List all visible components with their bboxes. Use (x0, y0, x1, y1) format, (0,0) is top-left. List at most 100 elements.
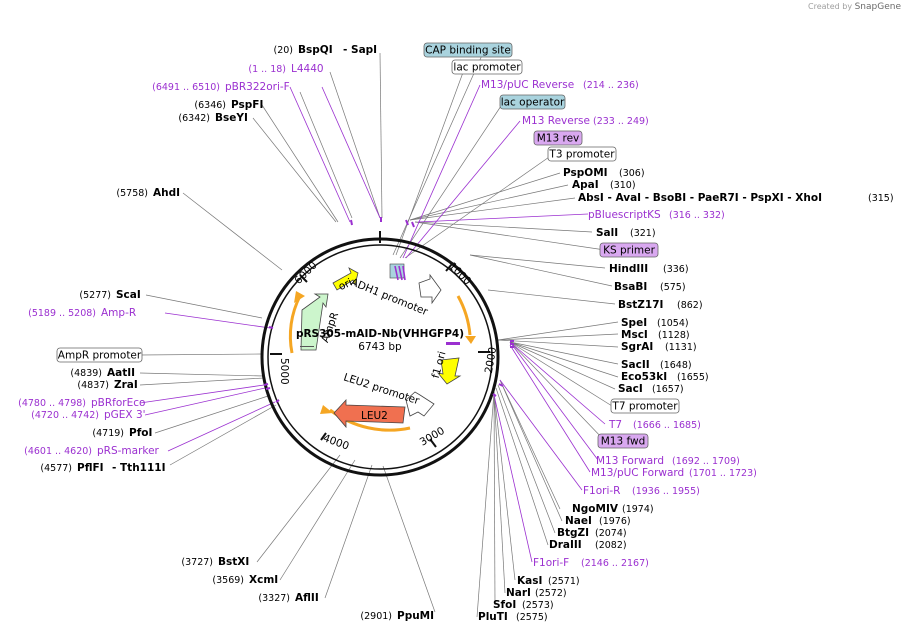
aflii-position: (3327) (258, 593, 290, 604)
m13-fwd-box (597, 433, 649, 449)
hindiii-position: (336) (663, 264, 689, 275)
leu2-promoter-label: LEU2 promoter (342, 371, 421, 407)
bstz17i-label: BstZ17I (618, 299, 663, 311)
snapgene-branding: Created by SnapGene (808, 2, 901, 12)
msci-position: (1128) (658, 330, 690, 341)
plasmid-size: 6743 bp (358, 341, 402, 353)
zrai-label: ZraI (114, 379, 138, 391)
f1ori-feature (436, 357, 462, 385)
pgex-position: (4720 .. 4742) (31, 410, 99, 421)
m13-rev-box (533, 130, 583, 146)
sfoi-label: SfoI (493, 599, 516, 611)
tick-label-2000: 2000 (483, 346, 499, 374)
ahdi-label: AhdI (153, 187, 180, 199)
zrai-position: (4837) (77, 380, 109, 391)
m13-reverse-label: M13 Reverse (522, 115, 590, 127)
sacii-position: (1648) (660, 360, 692, 371)
tick-label-6000: 6000 (292, 259, 319, 286)
absi-position: (315) (868, 193, 894, 204)
f1ori-f-position: (2146 .. 2167) (581, 558, 649, 569)
leu2-feature (333, 398, 406, 429)
t3-promoter-box (547, 146, 617, 162)
plasmid-name: pRS305-mAID-Nb(VHHGFP4) (296, 328, 464, 340)
adh1-arrow (418, 273, 442, 305)
m13puc-reverse-label: M13/pUC Reverse (481, 79, 574, 91)
sfoi-position: (2573) (522, 600, 554, 611)
sacii-label: SacII (621, 359, 650, 371)
ampr-primer-position: (5189 .. 5208) (28, 308, 96, 319)
lac-operator-label: lac operator (501, 97, 565, 109)
l4440-position: (1 .. 18) (248, 64, 286, 75)
t7-promoter-label: T7 promoter (611, 401, 678, 413)
pbluescriptks-position: (316 .. 332) (669, 210, 725, 221)
features (300, 263, 462, 429)
pbr322-position: (6491 .. 6510) (152, 82, 220, 93)
sgrai-label: SgrAI (621, 341, 653, 353)
m13-forward-position: (1692 .. 1709) (672, 456, 740, 467)
primer-leader-lines (139, 84, 606, 563)
cap-box (423, 42, 513, 58)
bsabi-position: (575) (660, 282, 686, 293)
saci-position: (1657) (652, 384, 684, 395)
kasi-position: (2571) (548, 576, 580, 587)
bstxi-position: (3727) (181, 557, 213, 568)
spei-position: (1054) (657, 318, 689, 329)
bsabi-label: BsaBI (614, 281, 647, 293)
eco53ki-position: (1655) (677, 372, 709, 383)
ampr-promoter-label: AmpR promoter (58, 350, 142, 362)
m13puc-forward-label: M13/pUC Forward (591, 467, 684, 479)
leu2-promoter-arrow (405, 391, 435, 417)
bseyi-position: (6342) (178, 113, 210, 124)
m13-rev-label: M13 rev (537, 133, 580, 145)
t3-promoter-label: T3 promoter (548, 149, 615, 161)
pfoi-position: (4719) (92, 428, 124, 439)
ampr-promoter-box (56, 347, 143, 363)
pfoi-label: PfoI (129, 427, 152, 439)
pbrforeco-label: pBRforEco (91, 397, 145, 409)
xcmi-label: XcmI (249, 574, 278, 586)
naei-position: (1976) (599, 516, 631, 527)
ks-primer-label: KS primer (603, 245, 655, 257)
aatii-label: AatII (107, 367, 135, 379)
msci-label: MscI (621, 329, 648, 341)
f1ori-r-position: (1936 .. 1955) (632, 486, 700, 497)
aflii-label: AflII (295, 592, 319, 604)
tick-label-4000: 4000 (321, 432, 350, 452)
draiii-label: DraIII (549, 539, 582, 551)
leu2-label: LEU2 (361, 410, 388, 422)
t7-primer-label: T7 (608, 419, 622, 431)
hindiii-label: HindIII (609, 263, 648, 275)
f1ori-f-label: F1ori-F (533, 557, 569, 569)
pspomi-position: (306) (619, 168, 645, 179)
t7-primer-position: (1666 .. 1685) (633, 420, 701, 431)
naei-label: NaeI (565, 515, 592, 527)
apai-position: (310) (610, 180, 636, 191)
pflfi-label: PflFI (77, 462, 104, 474)
spei-label: SpeI (621, 317, 647, 329)
btgzi-label: BtgZI (557, 527, 589, 539)
bseyi-label: BseYI (215, 112, 248, 124)
m13puc-forward-position: (1701 .. 1723) (689, 468, 757, 479)
lac-promoter-label: lac promoter (453, 62, 521, 74)
backbone-inner (267, 244, 493, 470)
m13-reverse-position: (233 .. 249) (593, 116, 649, 127)
lac-promoter-box (451, 59, 523, 75)
ampr-primer-label: Amp-R (101, 307, 136, 319)
sali-label: SalI (596, 227, 618, 239)
m13puc-reverse-position: (214 .. 236) (583, 80, 639, 91)
orange-arrowheads (294, 291, 476, 414)
ahdi-position: (5758) (116, 188, 148, 199)
ks-primer-box (599, 242, 659, 258)
absi-line-label: AbsI - AvaI - BsoBI - PaeR7I - PspXI - X… (578, 192, 822, 204)
sapi-label: - SapI (343, 44, 377, 56)
pspomi-label: PspOMI (563, 167, 608, 179)
adh1-label: ADH1 promoter (349, 276, 430, 318)
scai-label: ScaI (116, 289, 141, 301)
ori-label: ori (337, 276, 354, 293)
cap-label: CAP binding site (425, 45, 511, 57)
ngomiv-position: (1974) (622, 504, 654, 515)
tick-label-5000: 5000 (278, 358, 290, 385)
bstxi-label: BstXI (218, 556, 249, 568)
tick-marks (270, 231, 490, 448)
